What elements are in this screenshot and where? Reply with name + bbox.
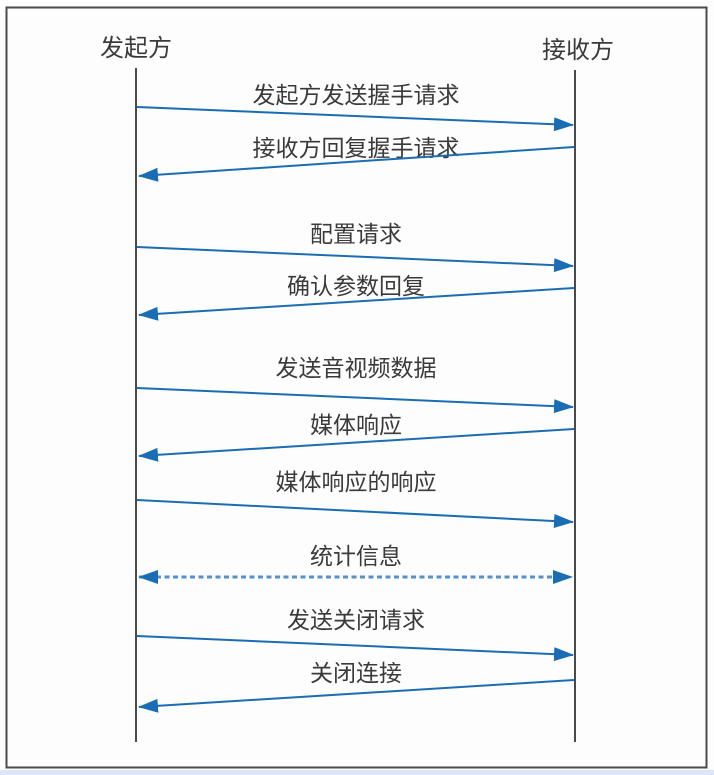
message-label: 媒体响应的响应 [276,470,437,495]
message-confirm-params: 确认参数回复 [138,274,575,321]
message-label: 统计信息 [310,544,402,569]
message-statistics: 统计信息 [138,544,573,584]
message-media-response: 媒体响应 [138,413,575,462]
message-label: 关闭连接 [310,661,402,686]
message-arrow-left [138,679,575,713]
participant-receiver: 接收方 [542,37,614,64]
diagram-border [5,6,708,769]
message-label: 确认参数回复 [287,274,425,299]
message-arrow-right [136,246,574,273]
message-label: 发送音视频数据 [276,356,437,381]
message-label: 配置请求 [310,222,402,247]
message-handshake-reply: 接收方回复握手请求 [138,136,575,182]
message-close-request: 发送关闭请求 [136,608,574,662]
message-arrow-left [138,428,575,462]
message-arrow-left [138,146,575,182]
message-config-request: 配置请求 [136,222,574,273]
message-arrow-right [136,499,574,529]
message-arrow-right [136,387,574,414]
message-label: 发起方发送握手请求 [253,83,460,108]
message-handshake-request: 发起方发送握手请求 [136,83,574,132]
participant-initiator: 发起方 [100,35,172,62]
message-label: 媒体响应 [310,413,402,438]
message-label: 发送关闭请求 [287,608,425,633]
message-arrow-right [136,106,574,132]
bottom-strip [0,770,714,775]
message-close-connection: 关闭连接 [138,661,575,713]
message-arrow-right [136,635,574,662]
message-media-response-ack: 媒体响应的响应 [136,470,574,529]
message-arrow-left [138,287,575,321]
message-send-av-data: 发送音视频数据 [136,356,574,414]
